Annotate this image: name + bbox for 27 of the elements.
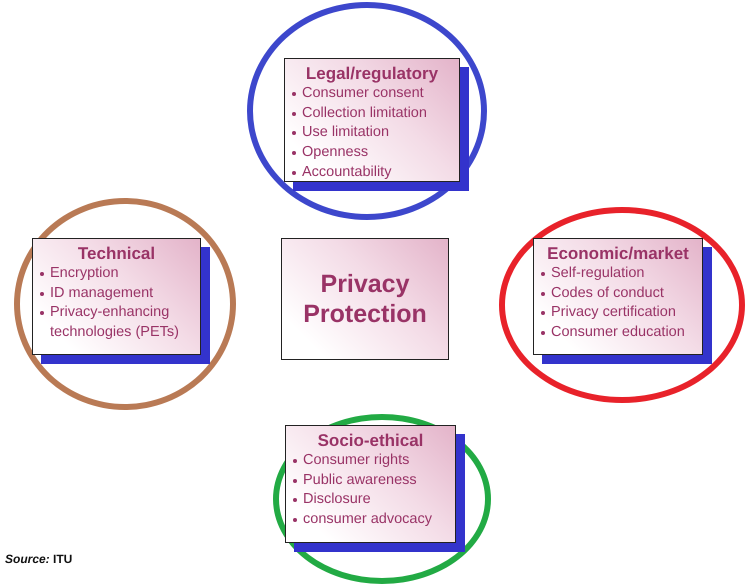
bullet-item: Public awareness [292, 470, 449, 490]
source-note: Source: ITU [5, 552, 72, 566]
category-heading: Economic/market [546, 243, 690, 264]
bullet-item: Use limitation [291, 123, 453, 143]
bullet-item: Disclosure [292, 490, 449, 510]
center-title: Privacy Protection [302, 269, 428, 329]
bullet-item: Consumer rights [292, 451, 449, 471]
bullet-item: Self-regulation [540, 264, 696, 284]
category-heading: Socio-ethical [316, 430, 424, 452]
bullet-item: Openness [291, 142, 453, 162]
category-heading: Legal/regulatory [304, 63, 440, 84]
ellipse-outline [247, 2, 487, 220]
bullet-item: Accountability [291, 162, 453, 182]
bullet-item: Codes of conduct [540, 284, 696, 304]
bullet-item: Encryption [39, 264, 194, 284]
bullet-item: Privacy certification [540, 303, 696, 323]
bullet-item: Collection limitation [291, 104, 453, 124]
ellipse-outline [499, 207, 745, 403]
bullet-item: Consumer consent [291, 84, 453, 104]
bullet-item: Consumer education [540, 322, 696, 342]
bullet-item: consumer advocacy [292, 510, 449, 530]
bullet-item: Privacy-enhancing technologies (PETs) [39, 303, 194, 342]
center-box [281, 238, 449, 360]
ellipse-outline [273, 414, 491, 584]
category-heading: Technical [76, 243, 156, 264]
bullet-item: ID management [39, 284, 194, 304]
ellipse-outline [14, 198, 236, 410]
